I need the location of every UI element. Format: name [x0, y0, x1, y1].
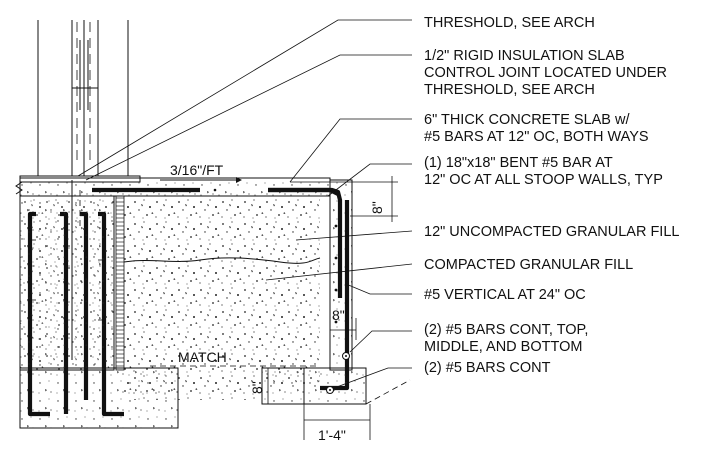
dimension-lines: [160, 176, 398, 440]
note-compacted-fill: COMPACTED GRANULAR FILL: [424, 257, 633, 273]
note-footing-bars: (2) #5 BARS CONT: [424, 360, 551, 376]
match-label: MATCH: [178, 349, 227, 365]
slab-thickness-label: 8": [369, 201, 385, 214]
note-vertical-bar: #5 VERTICAL AT 24" OC: [424, 287, 586, 303]
leader-lines: [77, 19, 413, 389]
note-cont-bars-1: (2) #5 BARS CONT, TOP,: [424, 322, 588, 338]
note-threshold: THRESHOLD, SEE ARCH: [424, 15, 595, 31]
note-slab-2: #5 BARS AT 12" OC, BOTH WAYS: [424, 129, 649, 145]
note-insulation-3: THRESHOLD, SEE ARCH: [424, 82, 595, 98]
bent-bar: [268, 187, 343, 298]
note-insulation-1: 1/2" RIGID INSULATION SLAB: [424, 48, 625, 64]
slope-label: 3/16"/FT: [170, 162, 224, 178]
note-uncompacted-fill: 12" UNCOMPACTED GRANULAR FILL: [424, 224, 679, 240]
footing-width-label: 1'-4": [318, 427, 346, 443]
note-bent-bar-1: (1) 18"x18" BENT #5 BAR AT: [424, 155, 613, 171]
concrete-slab: [19, 177, 339, 197]
house-wall-framing: [15, 20, 141, 195]
note-slab-1: 6" THICK CONCRETE SLAB w/: [424, 112, 630, 128]
note-bent-bar-2: 12" OC AT ALL STOOP WALLS, TYP: [424, 172, 663, 188]
insulation-board: [115, 195, 125, 371]
stoop-footing: [261, 352, 411, 405]
granular-fill: [20, 196, 321, 400]
footing-depth-label: 8": [249, 381, 265, 394]
note-insulation-2: CONTROL JOINT LOCATED UNDER: [424, 65, 667, 81]
wall-width-label: 8": [332, 307, 345, 323]
note-cont-bars-2: MIDDLE, AND BOTTOM: [424, 339, 582, 355]
